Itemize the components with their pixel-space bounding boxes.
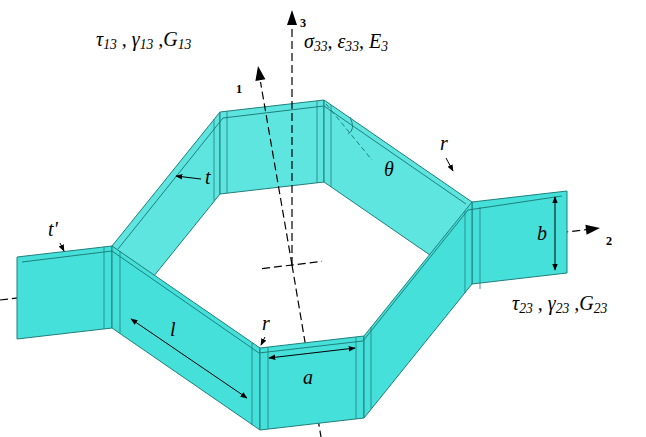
angle-label: θ	[384, 158, 394, 181]
shear-property-label: τ13 , γ13 ,G13	[96, 28, 191, 51]
axis-number: 2	[606, 226, 612, 247]
dimension-label: b	[537, 222, 547, 245]
shear-property-label: τ23 , γ23 ,G23	[512, 292, 607, 315]
dimension-label: r	[440, 132, 448, 155]
front-bends	[120, 211, 465, 429]
axis-number: 3	[300, 8, 306, 29]
dimension-label: r	[262, 312, 270, 335]
dimension-label: l	[170, 318, 176, 341]
normal-property-label: σ33, ε33, E3	[304, 30, 388, 53]
dimension-label: a	[303, 366, 313, 389]
axis-number: 1	[236, 74, 242, 95]
front-walls	[112, 202, 472, 430]
axis-lines	[0, 22, 588, 437]
dimension-label: t	[205, 166, 211, 189]
flanges	[17, 191, 567, 339]
angle-marker	[326, 104, 372, 160]
dimension-arrows	[131, 197, 555, 398]
leader-lines	[60, 158, 453, 345]
dimension-label: t'	[48, 218, 58, 241]
front-rim	[22, 196, 562, 353]
